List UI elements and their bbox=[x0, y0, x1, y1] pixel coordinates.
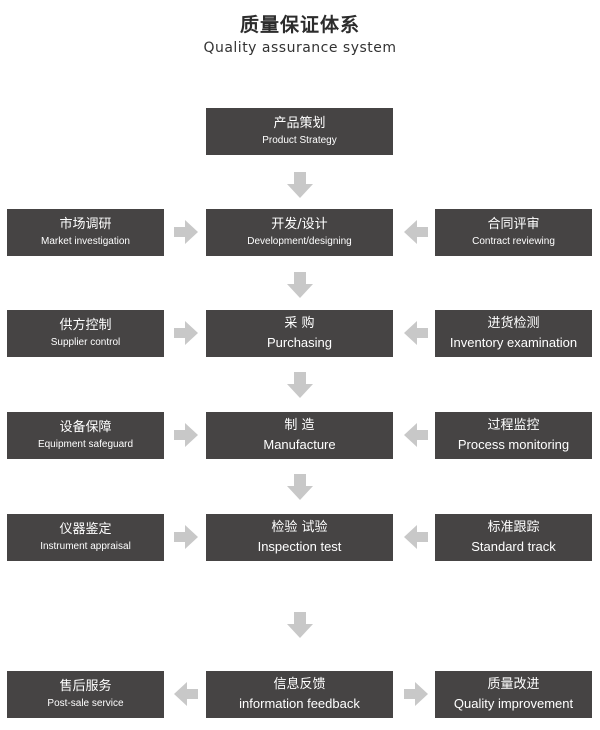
arrow-right-icon bbox=[174, 220, 198, 244]
node-label-en: Product Strategy bbox=[262, 134, 337, 146]
node-label-en: information feedback bbox=[239, 695, 360, 711]
node-label-en: Development/designing bbox=[247, 235, 352, 247]
node-post-sale-service: 售后服务 Post-sale service bbox=[7, 671, 164, 718]
node-label-zh: 信息反馈 bbox=[273, 676, 326, 692]
node-product-strategy: 产品策划 Product Strategy bbox=[206, 108, 393, 155]
node-information-feedback: 信息反馈 information feedback bbox=[206, 671, 393, 718]
node-label-zh: 产品策划 bbox=[273, 115, 326, 131]
node-label-zh: 售后服务 bbox=[59, 678, 112, 694]
arrow-left-icon bbox=[174, 682, 198, 706]
arrow-left-icon bbox=[404, 220, 428, 244]
node-label-zh: 合同评审 bbox=[487, 216, 540, 232]
node-instrument-appraisal: 仪器鉴定 Instrument appraisal bbox=[7, 514, 164, 561]
arrow-left-icon bbox=[404, 423, 428, 447]
arrow-left-icon bbox=[404, 525, 428, 549]
node-label-zh: 仪器鉴定 bbox=[59, 521, 112, 537]
arrow-down-icon bbox=[287, 474, 313, 500]
node-inventory-examination: 进货检测 Inventory examination bbox=[435, 310, 592, 357]
node-label-zh: 设备保障 bbox=[59, 419, 112, 435]
node-development: 开发/设计 Development/designing bbox=[206, 209, 393, 256]
node-label-en: Purchasing bbox=[266, 334, 333, 350]
node-label-en: Post-sale service bbox=[47, 697, 124, 709]
node-process-monitoring: 过程监控 Process monitoring bbox=[435, 412, 592, 459]
node-label-en: Process monitoring bbox=[457, 436, 570, 452]
node-label-zh: 市场调研 bbox=[59, 216, 112, 232]
node-label-zh: 采 购 bbox=[284, 315, 315, 331]
diagram-title: 质量保证体系 bbox=[239, 14, 360, 36]
arrow-right-icon bbox=[174, 423, 198, 447]
node-label-zh: 过程监控 bbox=[487, 417, 540, 433]
node-inspection-test: 检验 试验 Inspection test bbox=[206, 514, 393, 561]
arrow-down-icon bbox=[287, 612, 313, 638]
node-label-en: Quality improvement bbox=[453, 695, 574, 711]
node-manufacture: 制 造 Manufacture bbox=[206, 412, 393, 459]
node-label-zh: 标准跟踪 bbox=[487, 519, 540, 535]
node-label-en: Contract reviewing bbox=[472, 235, 555, 247]
arrow-right-icon bbox=[174, 525, 198, 549]
node-quality-improvement: 质量改进 Quality improvement bbox=[435, 671, 592, 718]
node-purchasing: 采 购 Purchasing bbox=[206, 310, 393, 357]
node-supplier-control: 供方控制 Supplier control bbox=[7, 310, 164, 357]
node-label-zh: 供方控制 bbox=[59, 317, 112, 333]
node-label-en: Market investigation bbox=[41, 235, 130, 247]
node-label-en: Standard track bbox=[471, 538, 556, 554]
node-label-en: Equipment safeguard bbox=[37, 438, 134, 450]
arrow-right-icon bbox=[174, 321, 198, 345]
node-contract-reviewing: 合同评审 Contract reviewing bbox=[435, 209, 592, 256]
node-label-zh: 进货检测 bbox=[487, 315, 540, 331]
node-label-en: Manufacture bbox=[263, 436, 336, 452]
arrow-down-icon bbox=[287, 172, 313, 198]
arrow-left-icon bbox=[404, 321, 428, 345]
node-equipment-safeguard: 设备保障 Equipment safeguard bbox=[7, 412, 164, 459]
node-standard-track: 标准跟踪 Standard track bbox=[435, 514, 592, 561]
node-label-en: Inventory examination bbox=[449, 334, 578, 350]
node-market-investigation: 市场调研 Market investigation bbox=[7, 209, 164, 256]
node-label-zh: 制 造 bbox=[284, 417, 315, 433]
node-label-zh: 质量改进 bbox=[487, 676, 540, 692]
arrow-down-icon bbox=[287, 372, 313, 398]
node-label-en: Instrument appraisal bbox=[40, 540, 131, 552]
node-label-en: Inspection test bbox=[257, 538, 342, 554]
node-label-en: Supplier control bbox=[50, 336, 121, 348]
arrow-down-icon bbox=[287, 272, 313, 298]
arrow-right-icon bbox=[404, 682, 428, 706]
diagram-subtitle: Quality assurance system bbox=[203, 40, 397, 56]
node-label-zh: 检验 试验 bbox=[271, 519, 328, 535]
node-label-zh: 开发/设计 bbox=[271, 216, 328, 232]
